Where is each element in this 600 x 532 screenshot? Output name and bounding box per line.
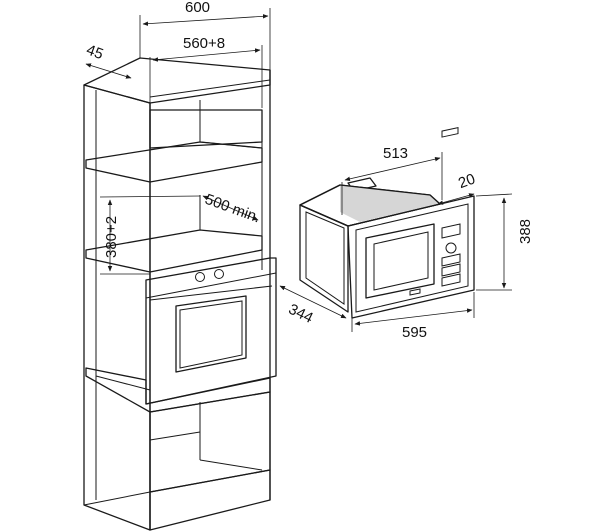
upper-compartment xyxy=(149,109,263,149)
cabinet-depth-label: 45 xyxy=(84,41,105,63)
cabinet-top-panel xyxy=(83,57,271,104)
brand-logo-icon xyxy=(409,288,421,296)
min-depth-label: 500 min. xyxy=(203,191,263,227)
cabinet-plinth xyxy=(149,469,271,531)
oven-knob-right-icon xyxy=(214,269,224,279)
tall-cabinet xyxy=(83,57,277,531)
niche-height-label: 380+2 xyxy=(103,216,120,258)
oven-window xyxy=(175,295,247,373)
built-in-microwave xyxy=(299,127,475,319)
body-depth-344-arrow xyxy=(279,285,347,319)
microwave-body-depth-label: 344 xyxy=(286,301,316,327)
oven-front xyxy=(145,257,277,405)
shelf-upper xyxy=(85,141,263,183)
cabinet-dimensions: 600 560+8 45 380+2 500 min. xyxy=(84,0,271,275)
microwave-side xyxy=(299,204,349,313)
microwave-front-frame xyxy=(347,195,475,319)
oven-knob-left-icon xyxy=(195,272,205,282)
microwave-width-label: 595 xyxy=(402,324,427,341)
shelf-lower xyxy=(85,367,271,413)
niche-width-label: 560+8 xyxy=(183,35,225,52)
microwave-height-label: 388 xyxy=(517,219,534,244)
frame-20-arrow xyxy=(437,193,475,205)
width-600-arrow xyxy=(142,14,269,26)
microwave-display xyxy=(441,223,461,239)
microwave-knob-icon xyxy=(445,242,457,254)
microwave-depth-label: 513 xyxy=(383,145,408,162)
width-595-arrow xyxy=(354,308,473,326)
lower-compartment xyxy=(149,391,271,493)
microwave-window xyxy=(365,223,435,299)
cabinet-width-label: 600 xyxy=(185,0,210,16)
niche-width-arrow xyxy=(152,48,261,62)
microwave-frame-label: 20 xyxy=(456,170,477,192)
min-depth-arrow xyxy=(202,195,259,221)
depth-513-arrow xyxy=(344,156,441,182)
microwave-dimensions: 513 20 388 344 595 xyxy=(279,145,534,341)
depth-45-arrow xyxy=(85,63,132,79)
